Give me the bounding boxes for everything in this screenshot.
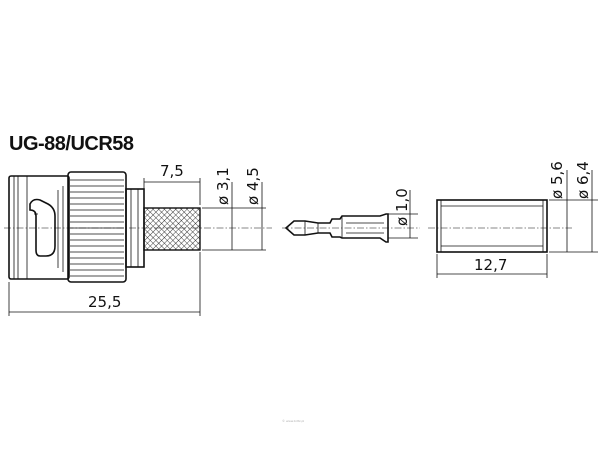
center-pin	[282, 213, 420, 243]
dimension-crimp-length: 7,5	[143, 162, 201, 205]
svg-text:ø 1,0: ø 1,0	[393, 188, 411, 226]
knurl-pattern	[70, 179, 124, 277]
svg-text:ø 5,6: ø 5,6	[548, 161, 566, 199]
dimension-ferrule-length: 12,7	[436, 254, 548, 278]
dimension-pin-diameter: ø 1,0	[388, 188, 418, 239]
svg-text:ø 4,5: ø 4,5	[244, 167, 262, 205]
svg-text:25,5: 25,5	[88, 293, 121, 311]
svg-text:ø 6,4: ø 6,4	[574, 161, 592, 199]
dimension-body-length: 25,5	[8, 252, 201, 316]
drawing-title: UG-88/UCR58	[9, 133, 134, 155]
bnc-connector-body	[4, 171, 272, 283]
watermark: © www.bdtz.pl	[282, 419, 304, 423]
crimp-ferrule	[428, 199, 572, 253]
svg-text:ø 3,1: ø 3,1	[214, 167, 232, 205]
dimension-ferrule-diameters: ø 5,6 ø 6,4	[548, 161, 598, 253]
svg-text:7,5: 7,5	[160, 162, 184, 180]
dimension-crimp-diameters: ø 3,1 ø 4,5	[202, 167, 266, 251]
svg-text:12,7: 12,7	[474, 256, 507, 274]
